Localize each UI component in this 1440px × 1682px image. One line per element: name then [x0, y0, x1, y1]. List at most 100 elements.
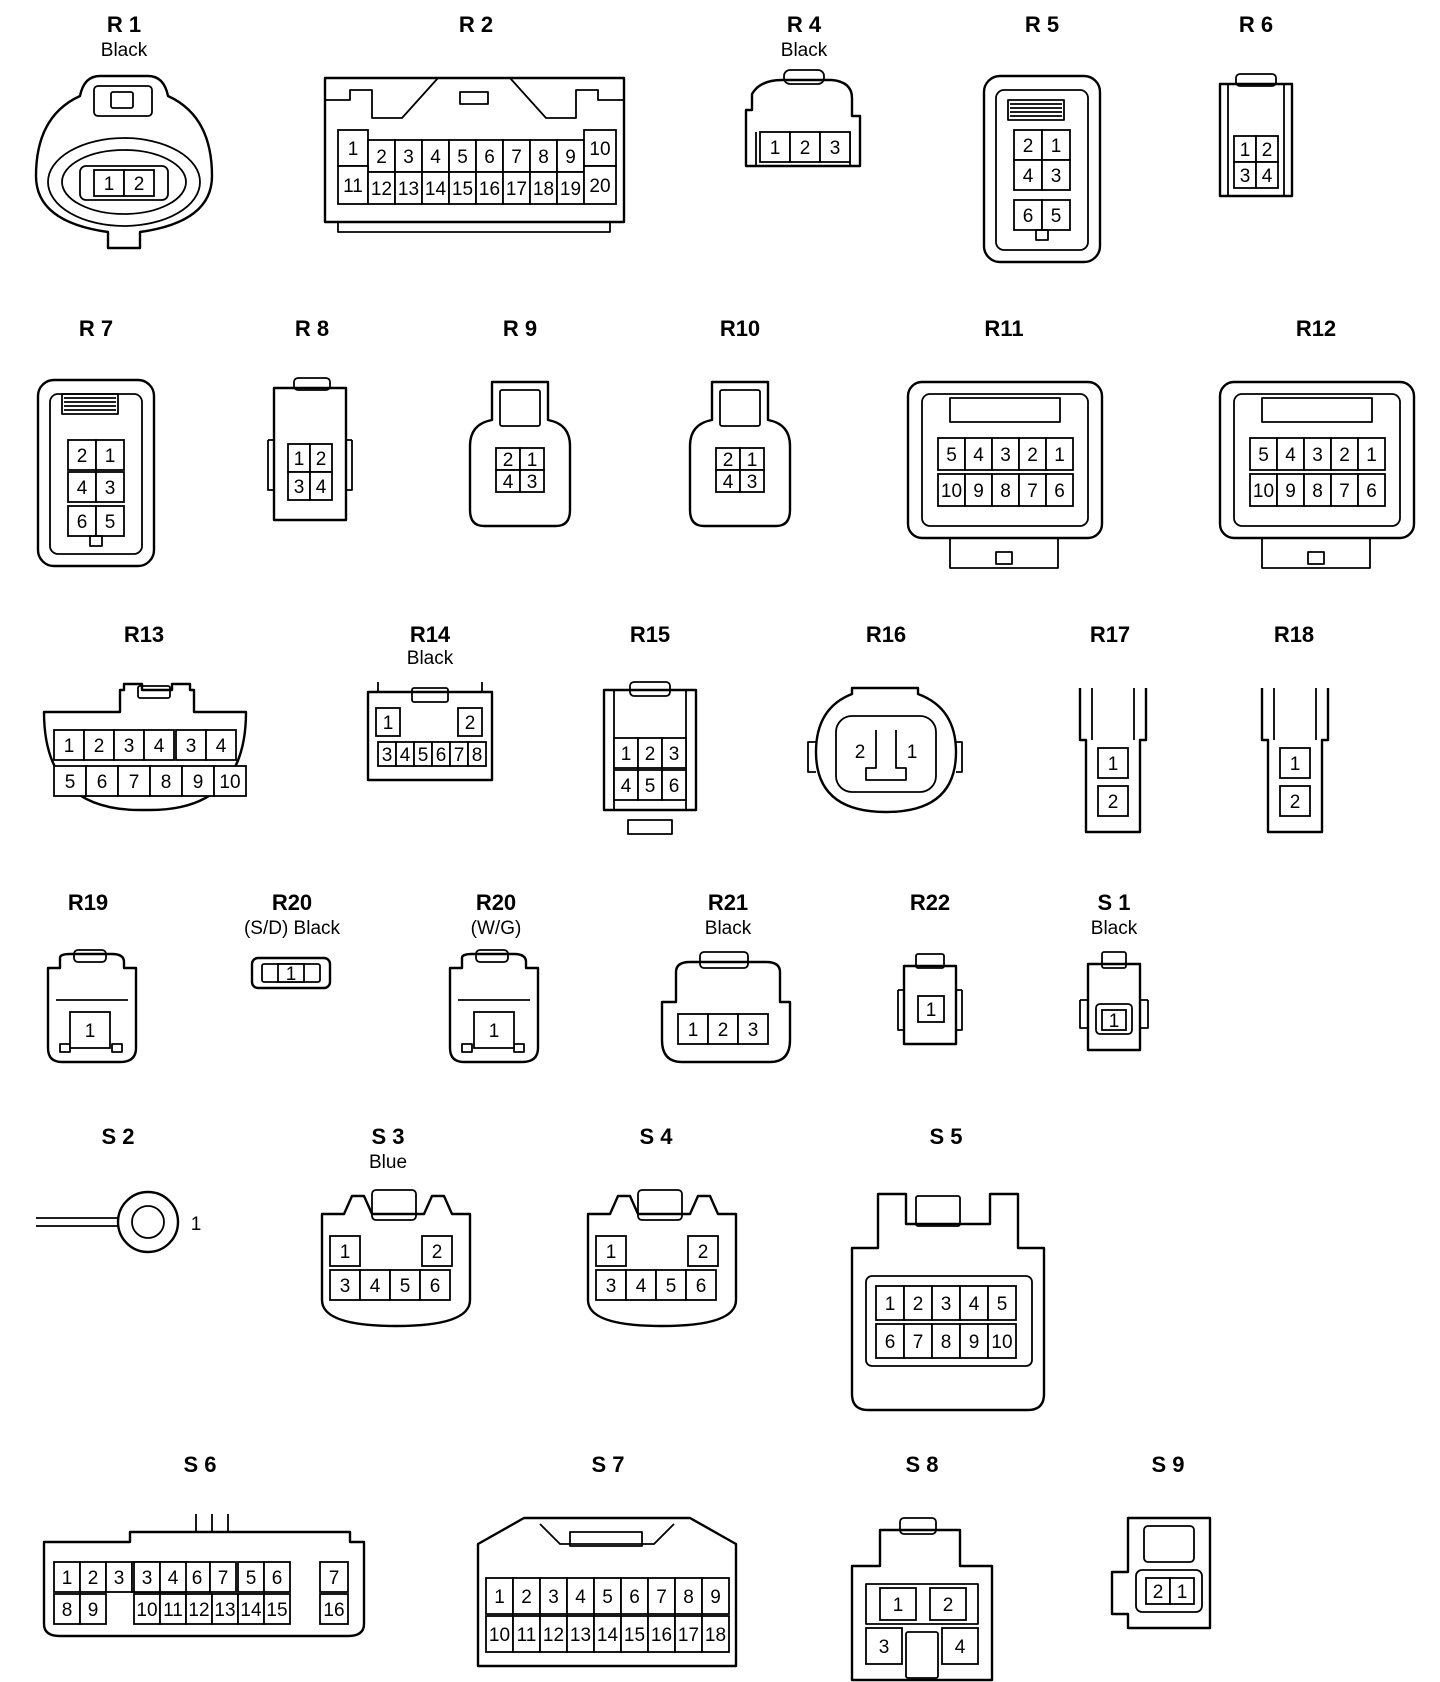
pin-number: 14 [240, 1600, 262, 1621]
pin-number: 15 [452, 179, 473, 200]
pin-number: 1 [489, 1021, 500, 1042]
pin-number: 5 [1258, 445, 1269, 466]
pin-number: 3 [830, 138, 841, 159]
housing-outline [807, 741, 963, 773]
connector-color: Black [1091, 918, 1138, 939]
pin-cell [211, 1593, 239, 1625]
pin-cell [595, 1235, 627, 1267]
housing-outline [131, 1205, 165, 1239]
housing-outline [137, 685, 171, 699]
housing-outline [814, 686, 958, 814]
pin-number: 1 [294, 449, 305, 470]
connector-label: R21 [708, 890, 748, 915]
pin-cell [93, 169, 125, 197]
pin-cell [739, 469, 765, 493]
connector-label: R15 [630, 622, 670, 647]
pin-number: 4 [1262, 166, 1273, 187]
pin-cell [329, 1235, 361, 1267]
pin-cell [237, 1593, 265, 1625]
pin-number: 17 [506, 179, 527, 200]
pin-number: 6 [885, 1332, 896, 1353]
pin-number: 3 [747, 472, 758, 493]
pin-cell [95, 505, 125, 537]
pin-cell [473, 1011, 515, 1049]
pin-number: 1 [286, 964, 297, 985]
pin-number: 4 [723, 472, 734, 493]
pin-cell [1276, 437, 1305, 471]
pin-number: 1 [1177, 1582, 1188, 1603]
pin-number: 5 [602, 1587, 613, 1608]
housing-outline [602, 688, 698, 812]
housing-outline [850, 1192, 1046, 1412]
pin-cell [53, 1593, 81, 1625]
pin-number: 2 [1290, 792, 1301, 813]
housing-outline [1086, 962, 1142, 1052]
housing-outline [366, 690, 494, 782]
pin-cell [319, 1561, 349, 1593]
pin-cell [309, 471, 333, 501]
pin-number: 1 [1366, 445, 1377, 466]
pin-number: 3 [294, 477, 305, 498]
pin-number: 1 [105, 446, 116, 467]
pin-number: 2 [800, 138, 811, 159]
pin-number: 5 [400, 1276, 411, 1297]
pin-number: 1 [885, 1294, 896, 1315]
pin-cell [448, 139, 477, 173]
pin-cell [701, 1615, 730, 1653]
housing-outline [921, 393, 1089, 527]
pin-cell [661, 737, 687, 769]
pin-number: 1 [527, 450, 538, 471]
pin-number: 15 [266, 1600, 287, 1621]
housing-outline [850, 1528, 994, 1682]
pin-cell [123, 169, 155, 197]
pin-cell [685, 1269, 717, 1301]
pin-cell [647, 1615, 676, 1653]
pin-cell [677, 1013, 709, 1045]
pin-cell [419, 1269, 451, 1301]
pin-number: 4 [168, 1568, 179, 1589]
housing-outline [411, 687, 449, 703]
pin-number: 2 [503, 450, 514, 471]
pin-cell [1041, 199, 1071, 231]
connector-label: S 5 [929, 1124, 962, 1149]
pin-number: 8 [1312, 481, 1323, 502]
pin-number: 9 [193, 772, 204, 793]
housing-outline [1095, 1003, 1133, 1035]
housing-outline [337, 222, 611, 233]
housing-outline [1233, 393, 1401, 527]
connector-label: R22 [910, 890, 950, 915]
pin-cell [1013, 129, 1043, 161]
pin-number: 10 [136, 1600, 157, 1621]
pin-number: 8 [62, 1600, 73, 1621]
pin-cell [583, 165, 617, 205]
pin-number: 13 [570, 1625, 591, 1646]
pin-number: 4 [77, 478, 88, 499]
pin-number: 2 [723, 450, 734, 471]
pin-number: 3 [606, 1276, 617, 1297]
pin-cell [237, 1561, 265, 1593]
housing-outline [371, 1189, 417, 1221]
pin-number: 18 [705, 1625, 726, 1646]
pin-cell [613, 769, 639, 801]
pin-number: 6 [1054, 481, 1065, 502]
connector-label: R10 [720, 316, 760, 341]
connector-label: R11 [984, 316, 1023, 341]
pin-cell [637, 769, 663, 801]
pin-number: 16 [323, 1600, 344, 1621]
pin-number: 2 [1153, 1582, 1164, 1603]
pin-cell [941, 1627, 979, 1665]
pin-cell [903, 1323, 933, 1359]
pin-cell [620, 1577, 649, 1615]
pin-cell [875, 1323, 905, 1359]
pin-number: 9 [710, 1587, 721, 1608]
pin-cell [159, 1561, 187, 1593]
housing-outline [325, 77, 624, 119]
